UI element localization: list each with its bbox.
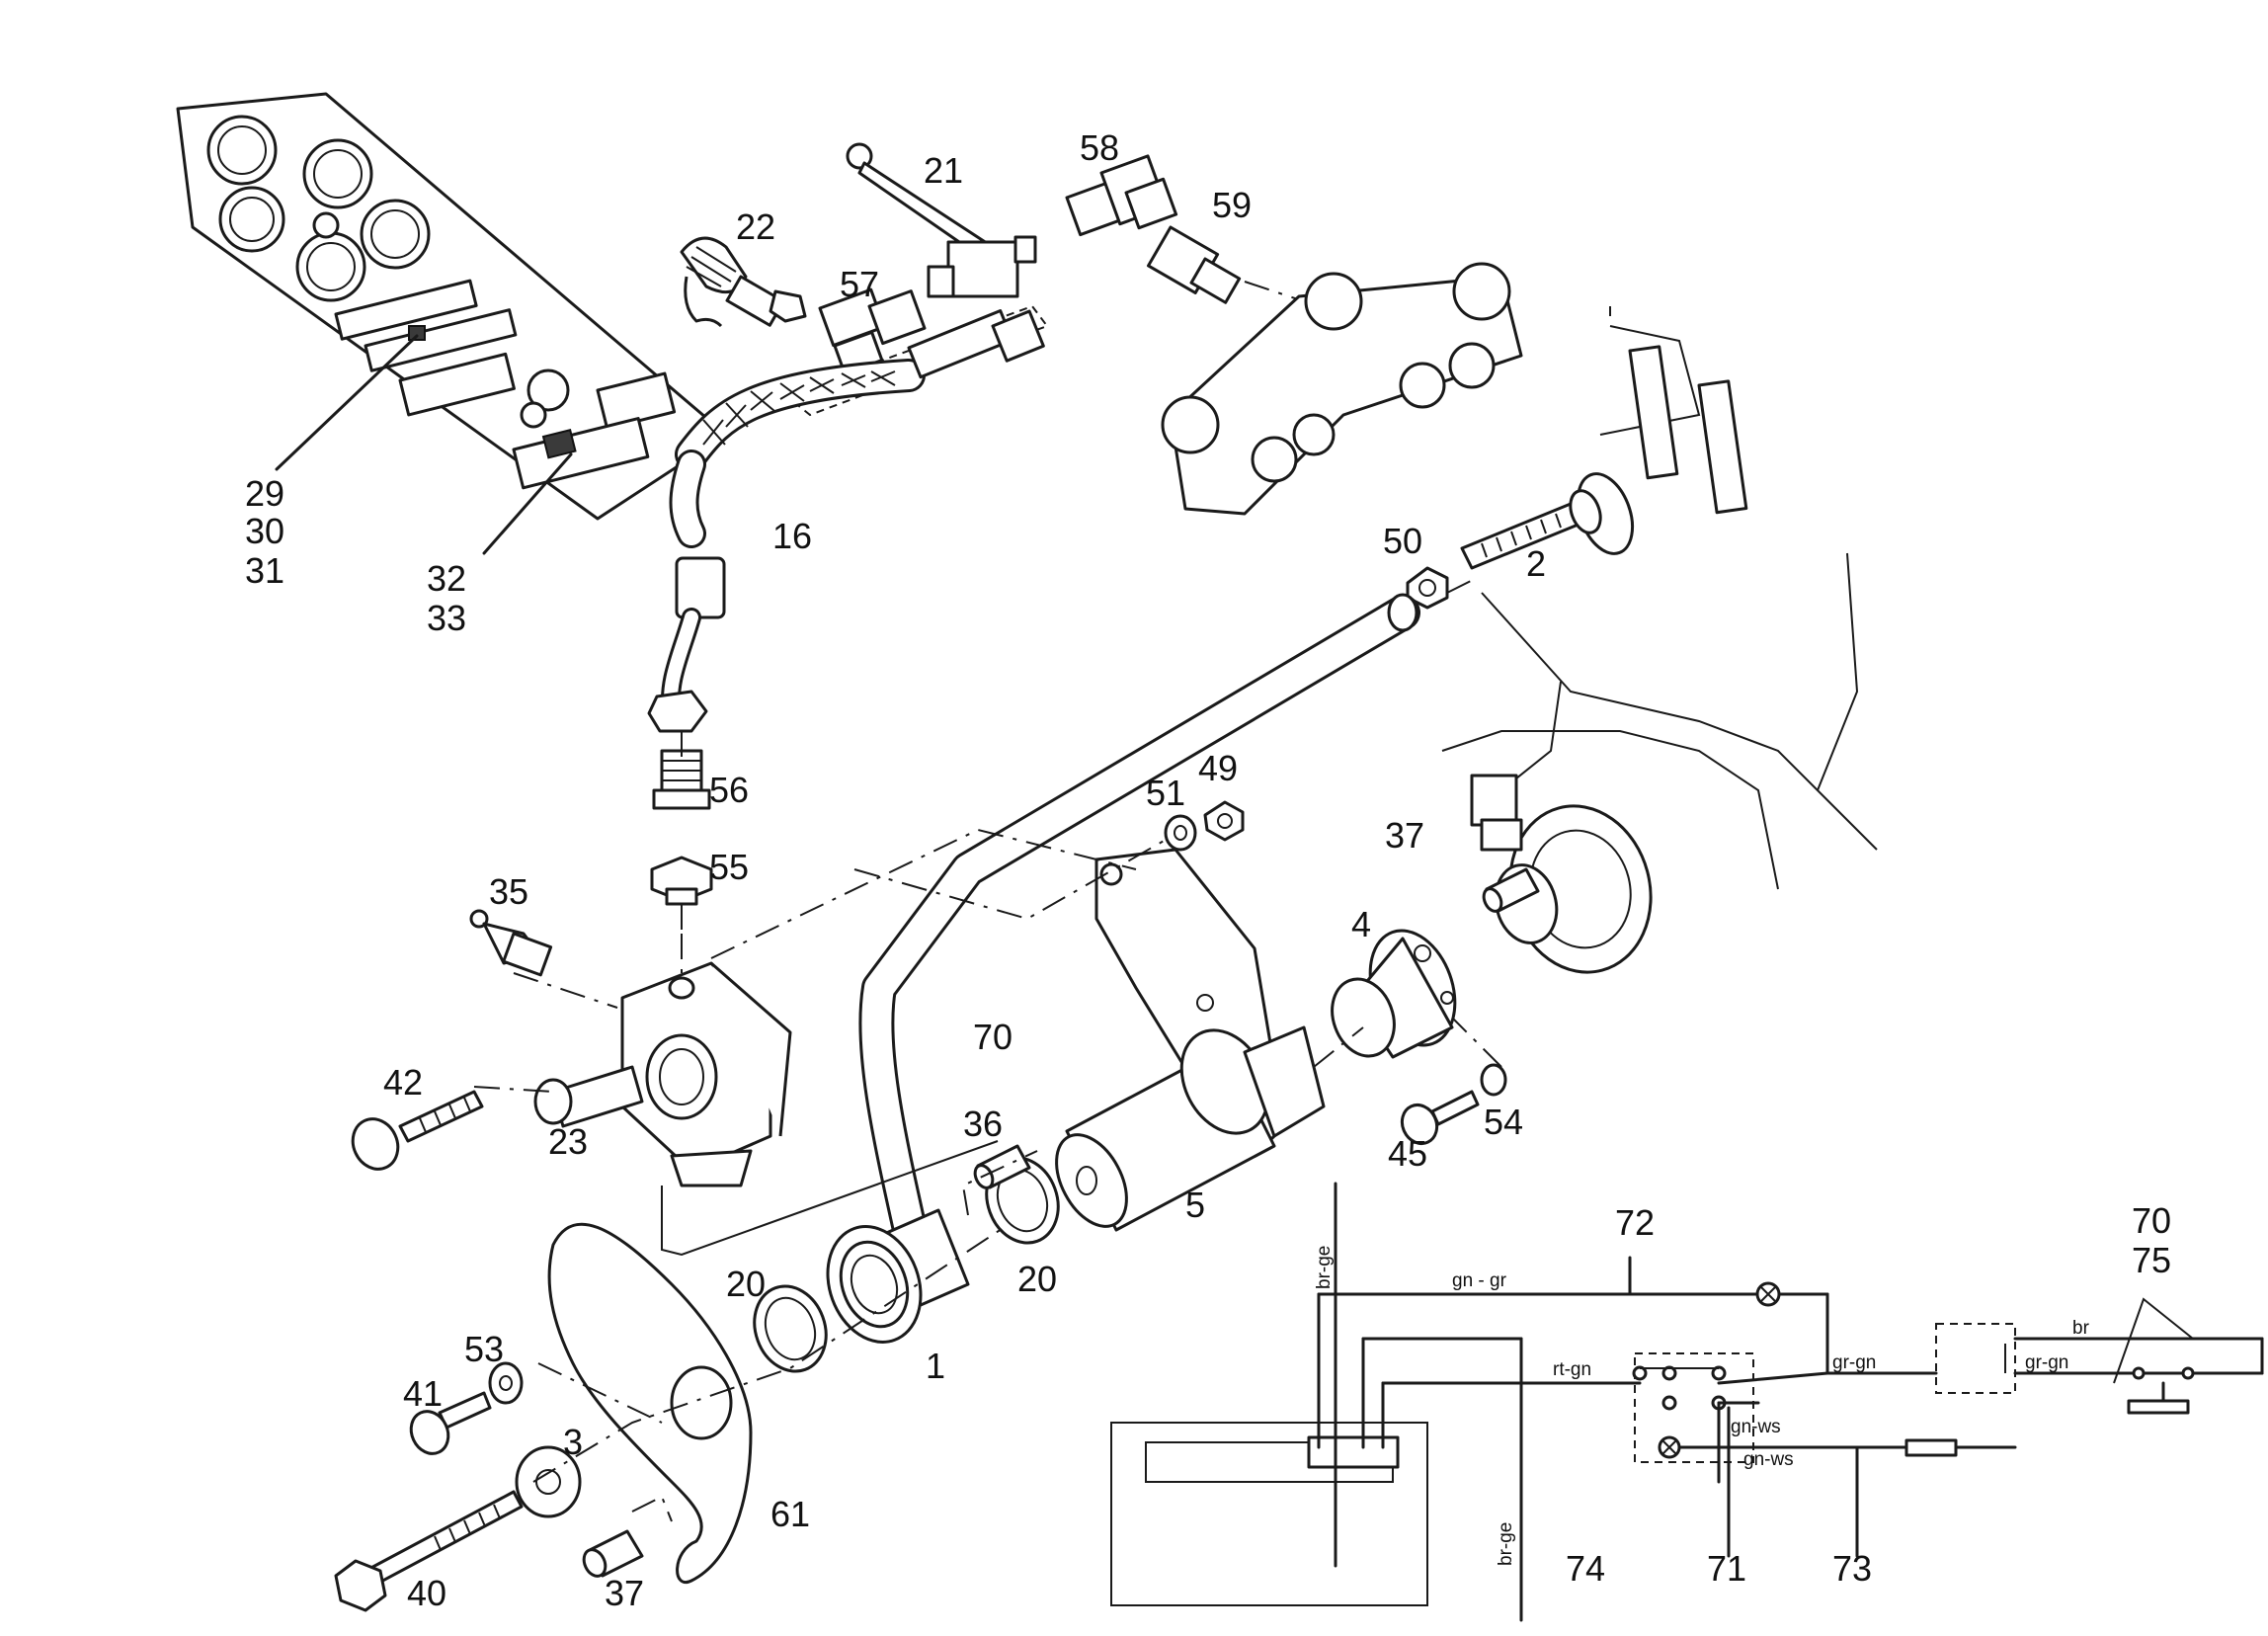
callout-35: 35: [489, 871, 528, 912]
callout-5: 5: [1185, 1185, 1205, 1225]
callout-51: 51: [1146, 773, 1185, 813]
part-53-washer: [488, 1361, 524, 1405]
callout-31: 31: [245, 550, 284, 591]
part-49-nut: [1203, 800, 1245, 842]
callout-16: 16: [772, 516, 812, 556]
part-40-bolt: [334, 1490, 524, 1612]
callout-32: 32: [427, 558, 466, 599]
callout-70-right: 70: [2132, 1200, 2171, 1241]
wire-labels: br-ge gn - gr rt-gn gr-gn gr-gn br gn-ws…: [1314, 1246, 2090, 1566]
callout-54: 54: [1484, 1102, 1523, 1142]
wire-label-gr-gn-b: gr-gn: [2025, 1352, 2068, 1373]
part-3-washer: [515, 1445, 582, 1518]
callout-71: 71: [1707, 1548, 1746, 1589]
callout-58: 58: [1080, 127, 1119, 168]
callout-59: 59: [1212, 185, 1252, 225]
wire-label-gr-gn-a: gr-gn: [1832, 1352, 1876, 1373]
callout-30: 30: [245, 511, 284, 551]
callout-37-lower: 37: [605, 1573, 644, 1613]
part-57-tee: [818, 287, 927, 375]
callout-29: 29: [245, 473, 284, 514]
wire-label-rt-gn: rt-gn: [1553, 1359, 1591, 1380]
part-55-nut: [650, 856, 713, 906]
callout-42: 42: [383, 1062, 423, 1103]
callout-20-left: 20: [726, 1264, 766, 1304]
callout-57: 57: [840, 264, 879, 304]
callout-21: 21: [924, 150, 963, 191]
part-21-lever-valve: [846, 142, 1037, 298]
callout-labels: 29 30 31 32 33 22 21 57 58 59 16 50 2 56…: [245, 127, 2171, 1613]
callout-33: 33: [427, 598, 466, 638]
callout-56: 56: [709, 770, 749, 810]
part-37-pin-lower: [582, 1529, 644, 1578]
callout-23: 23: [548, 1121, 588, 1162]
part-42-screw: [351, 1090, 484, 1171]
callout-1: 1: [926, 1346, 945, 1386]
callout-73: 73: [1832, 1548, 1872, 1589]
part-45-screw: [1400, 1090, 1480, 1145]
part-5-shaft: [1055, 1025, 1326, 1232]
part-35-switch: [469, 909, 553, 977]
part-1-hub: [826, 1208, 970, 1344]
wire-label-gn-gr: gn - gr: [1452, 1270, 1507, 1291]
callout-55: 55: [709, 847, 749, 887]
callout-45: 45: [1388, 1133, 1427, 1174]
callout-53: 53: [464, 1329, 504, 1369]
operating-lever: [858, 593, 1420, 1243]
instrument-panel: [176, 92, 728, 521]
part-16-hose: [647, 309, 1045, 733]
callout-4: 4: [1351, 904, 1371, 944]
part-56-fitting: [652, 749, 711, 810]
wiring-schematic: [1110, 1182, 2264, 1622]
pump-mount-bracket: [1161, 262, 1523, 516]
callout-41: 41: [403, 1373, 443, 1414]
callout-61: 61: [770, 1494, 810, 1534]
part-51-washer: [1164, 814, 1197, 852]
callout-20-right: 20: [1017, 1259, 1057, 1299]
part-58-elbow: [1065, 154, 1178, 237]
part-54-washer: [1480, 1063, 1507, 1097]
part-59-connector: [1147, 225, 1242, 304]
callout-74: 74: [1566, 1548, 1605, 1589]
callout-37-upper: 37: [1385, 815, 1424, 856]
callout-40: 40: [407, 1573, 446, 1613]
part-2-bolt: [1460, 472, 1635, 570]
callout-70-left: 70: [973, 1017, 1012, 1057]
part-22-clamp: [680, 236, 807, 328]
part-61-plate: [547, 1222, 753, 1585]
wire-label-br-ge-bottom: br-ge: [1496, 1522, 1516, 1566]
callout-49: 49: [1198, 748, 1238, 788]
part-37-pin-upper: [1482, 867, 1540, 913]
callout-3: 3: [563, 1422, 583, 1462]
callout-75: 75: [2132, 1240, 2171, 1280]
callout-22: 22: [736, 206, 775, 247]
wire-label-br: br: [2072, 1318, 2090, 1339]
wire-label-gn-ws-b: gn-ws: [1743, 1449, 1794, 1470]
part-23-valve-block: [533, 961, 792, 1187]
part-4-coupling: [1331, 929, 1457, 1059]
callout-36: 36: [963, 1104, 1003, 1144]
part-20-bushing-left: [753, 1284, 828, 1373]
wire-label-gn-ws-a: gn-ws: [1731, 1417, 1781, 1437]
part-41-screw: [409, 1391, 492, 1455]
callout-2: 2: [1526, 543, 1546, 584]
callout-50: 50: [1383, 521, 1422, 561]
wire-label-br-ge-top: br-ge: [1314, 1246, 1335, 1289]
callout-72: 72: [1615, 1202, 1655, 1243]
